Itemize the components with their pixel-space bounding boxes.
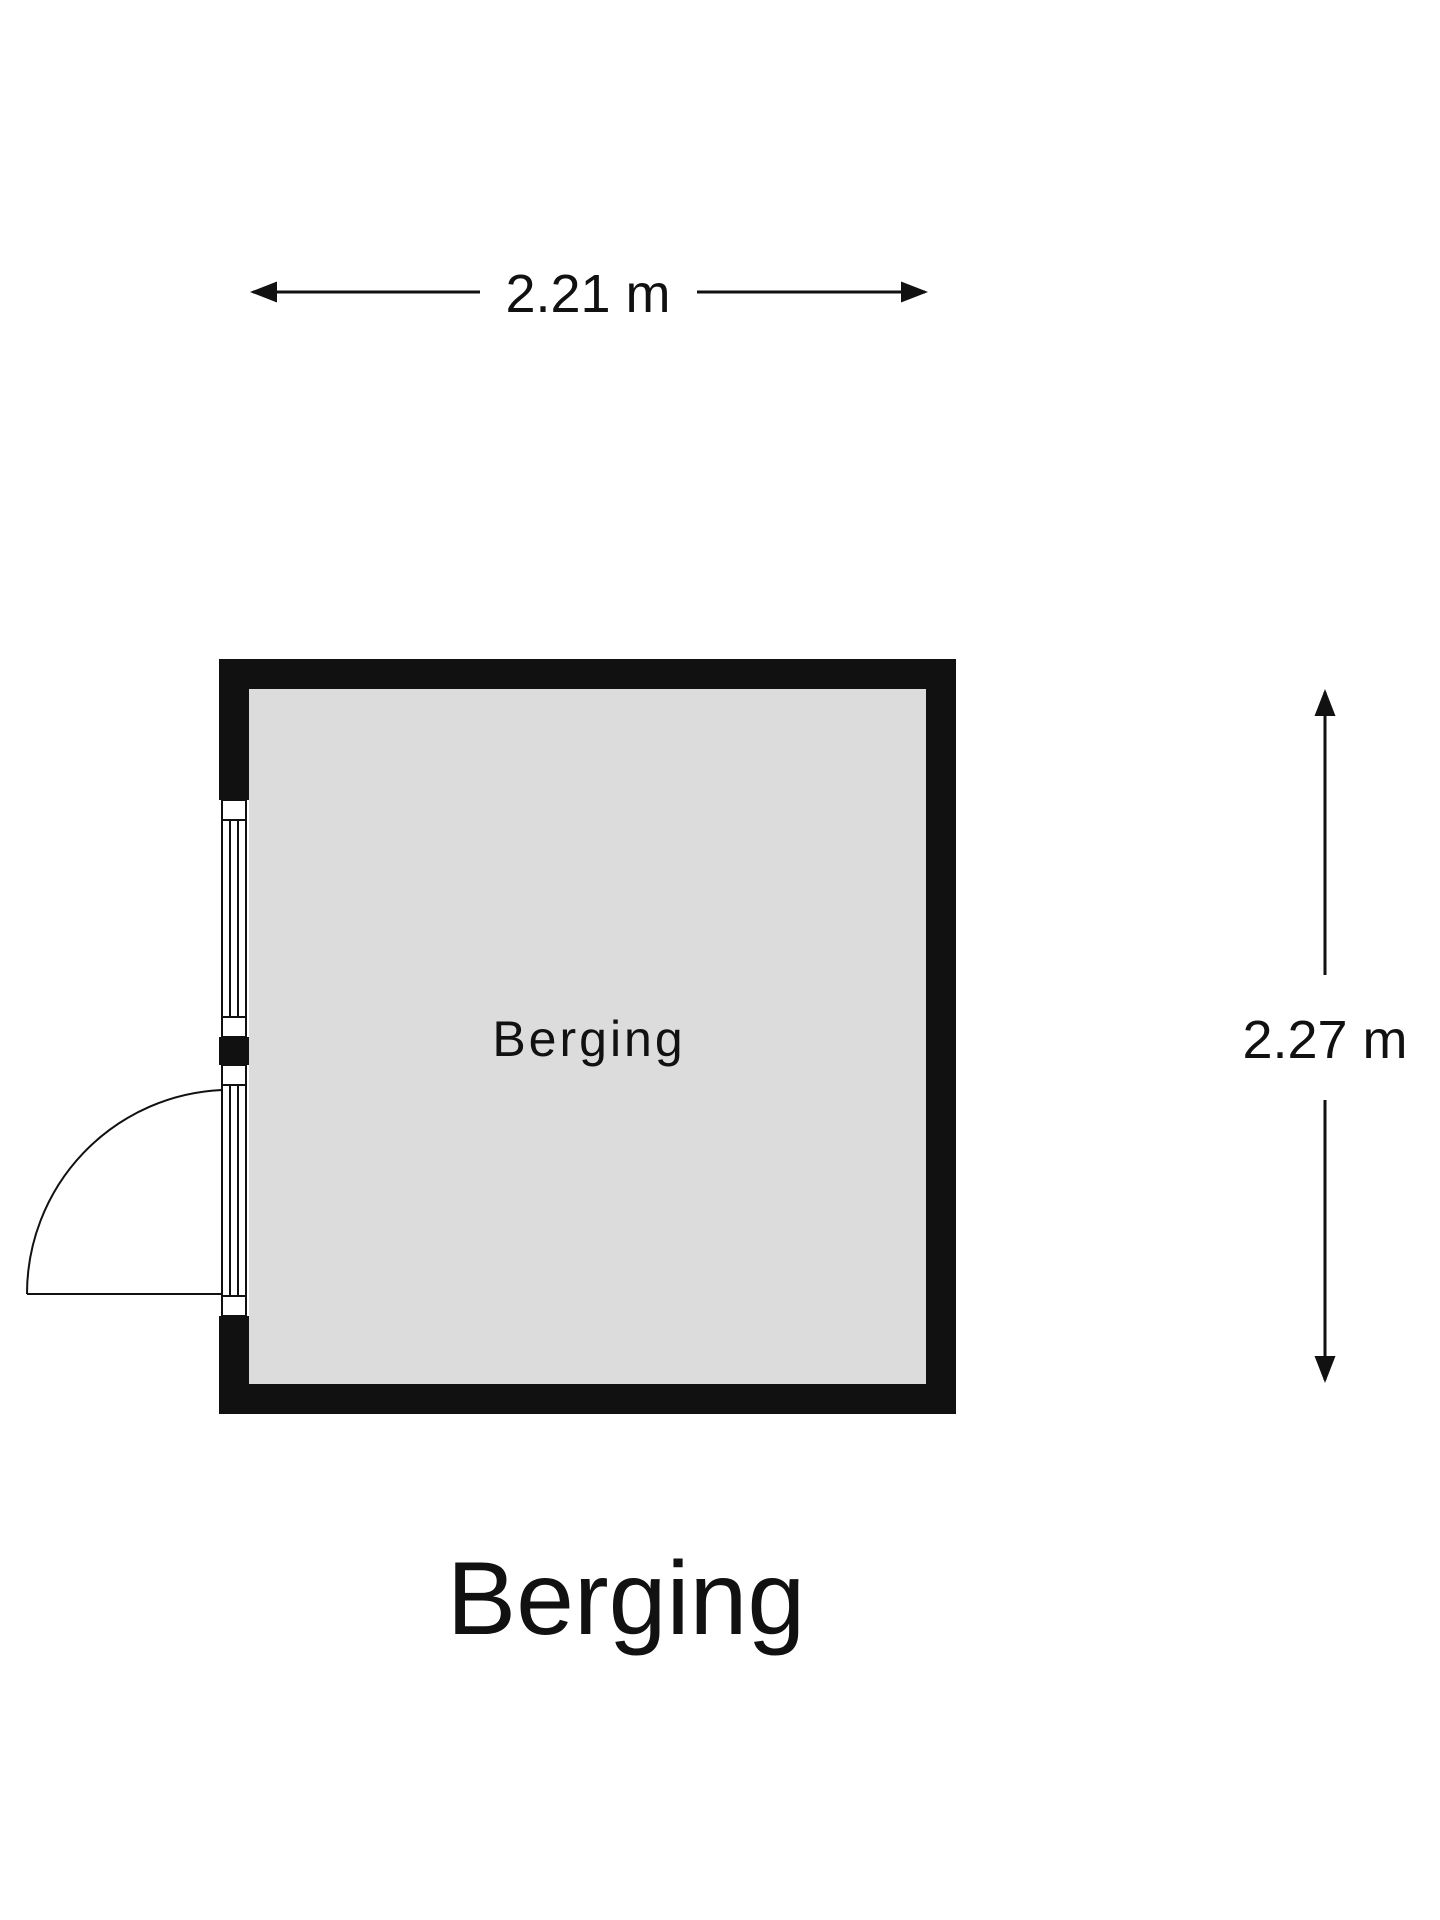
width-dimension-label: 2.21 m xyxy=(505,264,670,324)
wall-left-mullion xyxy=(219,1037,249,1065)
wall-right xyxy=(926,659,956,1414)
width-dimension: 2.21 m xyxy=(250,264,928,324)
wall-bottom xyxy=(219,1384,956,1414)
wall-left-upper xyxy=(219,659,249,800)
window-icon xyxy=(221,799,247,1038)
wall-top xyxy=(219,659,956,689)
door-swing-icon xyxy=(25,1085,223,1295)
plan-title: Berging xyxy=(447,1541,805,1657)
wall-left-lower xyxy=(219,1316,249,1414)
room-berging: Berging xyxy=(25,659,956,1414)
height-dimension: 2.27 m xyxy=(1242,689,1408,1383)
room-label: Berging xyxy=(492,1011,685,1067)
room-floor xyxy=(249,689,926,1384)
door-frame xyxy=(221,1064,247,1317)
height-dimension-label: 2.27 m xyxy=(1242,1010,1407,1070)
